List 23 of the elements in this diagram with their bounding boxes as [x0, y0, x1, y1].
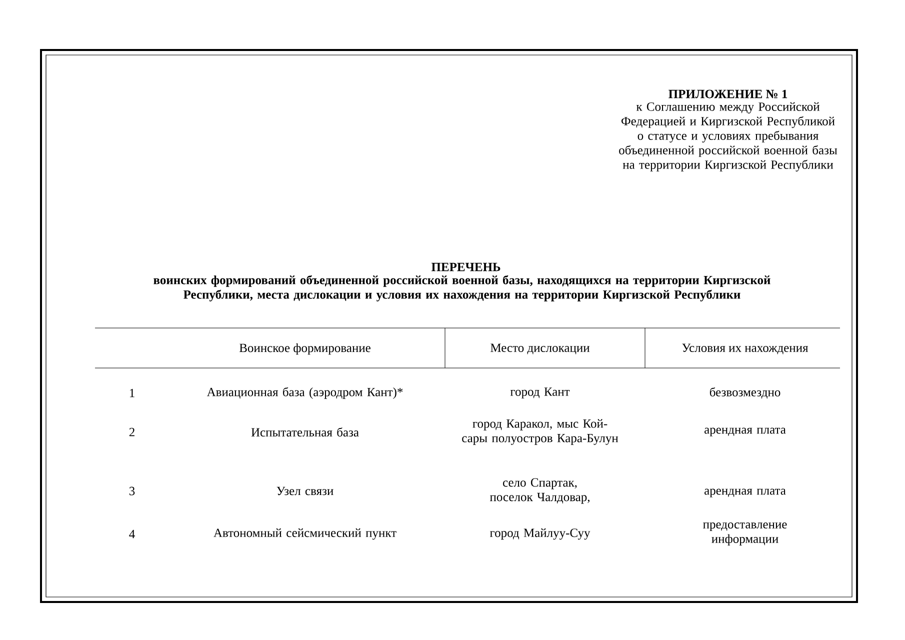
column-heading: Место дислокации: [490, 344, 590, 354]
appendix-text: к Соглашению между Российской Федерацией и Киргизской Республикой о статусе и условиях пребывания объединенной российской военной базы на территории Киргизской Республики: [619, 102, 838, 172]
row-number: 3: [129, 486, 135, 496]
appendix-heading: ПРИЛОЖЕНИЕ № 1: [668, 90, 788, 98]
unit-name: Испытательная база: [251, 427, 359, 437]
location-text: город Майлуу-Суу: [490, 528, 590, 540]
unit-name: Автономный сейсмический пункт: [214, 528, 396, 540]
location-text: город Каракол, мыс Кой-сары полуостров Кара-Булун: [462, 419, 618, 445]
conditions-text: безвозмездно: [710, 387, 780, 399]
heading: ПЕРЕЧЕНЬ: [432, 262, 500, 272]
unit-name: Узел связи: [276, 486, 334, 496]
column-heading: Условия их нахождения: [682, 344, 808, 354]
location-text: село Спартак, поселок Чалдовар,: [490, 478, 590, 504]
column-heading: Воинское формирование: [240, 343, 370, 355]
row-number: 4: [129, 530, 135, 538]
unit-name: Авиационная база (аэродром Кант)*: [206, 387, 403, 399]
location-text: город Кант: [510, 388, 570, 398]
conditions-text: арендная плата: [704, 488, 786, 498]
row-number: 2: [129, 428, 134, 436]
subheading: воинских формирований объединенной российской военной базы, находящихся на территории Киргизской Республики, места дислокации и условия их нахождения на территории Киргизской Республики: [154, 275, 770, 302]
conditions-text: арендная плата: [704, 428, 786, 436]
conditions-text: предоставление информации: [703, 522, 787, 546]
row-number: 1: [130, 388, 134, 398]
